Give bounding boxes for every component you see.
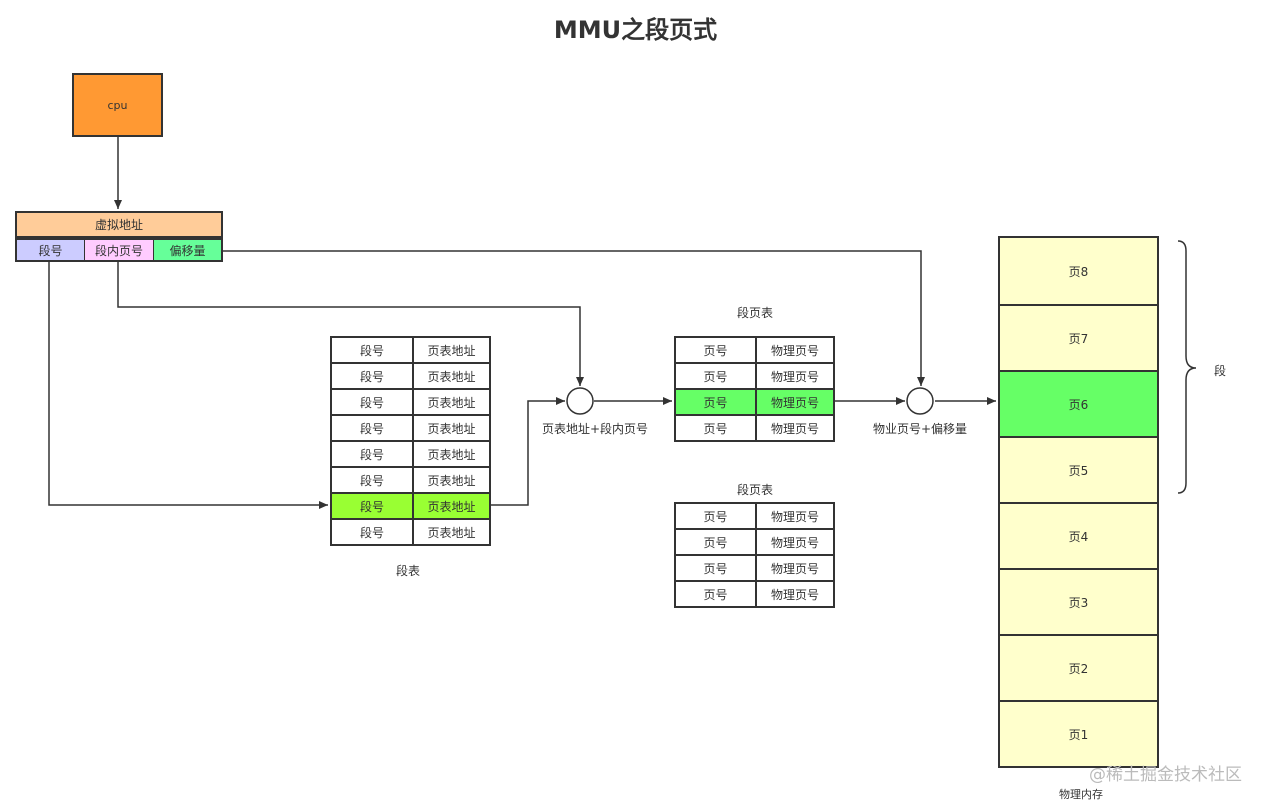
table-row: 页号物理页号 bbox=[674, 336, 835, 364]
table-cell: 段号 bbox=[330, 466, 414, 494]
cpu-box: cpu bbox=[72, 73, 163, 137]
arrow-segtable-to-adder1 bbox=[491, 397, 565, 506]
table-cell: 物理页号 bbox=[755, 580, 835, 608]
table-cell: 页号 bbox=[674, 336, 757, 364]
table-cell: 页表地址 bbox=[412, 440, 491, 468]
arrow-pageno-to-adder1 bbox=[117, 262, 584, 386]
table-cell: 段号 bbox=[330, 414, 414, 442]
table-row: 段号页表地址 bbox=[330, 388, 491, 416]
table-cell: 页表地址 bbox=[412, 518, 491, 546]
table-cell: 页表地址 bbox=[412, 492, 491, 520]
table-cell: 段号 bbox=[330, 388, 414, 416]
segment-brace-label: 段 bbox=[1214, 364, 1227, 378]
table-cell: 页号 bbox=[674, 388, 757, 416]
arrow-offset-to-adder2 bbox=[223, 250, 925, 386]
table-cell: 物理页号 bbox=[755, 502, 835, 530]
table-row: 页号物理页号 bbox=[674, 502, 835, 530]
table-cell: 页表地址 bbox=[412, 362, 491, 390]
table-cell: 页号 bbox=[674, 362, 757, 390]
table-row-highlighted: 段号页表地址 bbox=[330, 492, 491, 520]
table-row: 页号物理页号 bbox=[674, 554, 835, 582]
physical-memory-caption: 物理内存 bbox=[1059, 788, 1103, 801]
table-row: 页号物理页号 bbox=[674, 414, 835, 442]
virtual-address-header: 虚拟地址 bbox=[15, 211, 223, 238]
table-row: 页号物理页号 bbox=[674, 580, 835, 608]
memory-page: 页5 bbox=[1000, 436, 1157, 502]
table-cell: 段号 bbox=[330, 440, 414, 468]
adder-circle-2 bbox=[906, 387, 934, 415]
va-field-page-number: 段内页号 bbox=[84, 238, 154, 262]
watermark: @稀土掘金技术社区 bbox=[1089, 765, 1242, 785]
table-row: 段号页表地址 bbox=[330, 440, 491, 468]
page-table-2-caption: 段页表 bbox=[737, 483, 774, 497]
table-cell: 物理页号 bbox=[755, 362, 835, 390]
page-table-1: 页号物理页号 页号物理页号 页号物理页号 页号物理页号 bbox=[674, 336, 835, 442]
table-row-highlighted: 页号物理页号 bbox=[674, 388, 835, 416]
table-cell: 物理页号 bbox=[755, 336, 835, 364]
memory-page: 页1 bbox=[1000, 700, 1157, 766]
page-table-1-caption: 段页表 bbox=[737, 306, 774, 320]
table-cell: 页表地址 bbox=[412, 466, 491, 494]
memory-page: 页4 bbox=[1000, 502, 1157, 568]
table-row: 段号页表地址 bbox=[330, 414, 491, 442]
table-cell: 段号 bbox=[330, 518, 414, 546]
table-cell: 段号 bbox=[330, 492, 414, 520]
table-row: 段号页表地址 bbox=[330, 336, 491, 364]
physical-memory: 页8 页7 页6 页5 页4 页3 页2 页1 bbox=[998, 236, 1159, 768]
memory-page-highlighted: 页6 bbox=[1000, 370, 1157, 436]
table-cell: 段号 bbox=[330, 362, 414, 390]
memory-page: 页3 bbox=[1000, 568, 1157, 634]
table-cell: 页号 bbox=[674, 414, 757, 442]
table-cell: 页表地址 bbox=[412, 414, 491, 442]
table-cell: 物理页号 bbox=[755, 528, 835, 556]
table-row: 页号物理页号 bbox=[674, 362, 835, 390]
table-cell: 页号 bbox=[674, 580, 757, 608]
page-title: MMU之段页式 bbox=[553, 16, 718, 44]
table-cell: 页号 bbox=[674, 528, 757, 556]
va-field-offset: 偏移量 bbox=[153, 238, 223, 262]
segment-brace bbox=[1177, 240, 1197, 494]
page-table-2: 页号物理页号 页号物理页号 页号物理页号 页号物理页号 bbox=[674, 502, 835, 608]
table-cell: 页表地址 bbox=[412, 388, 491, 416]
memory-page: 页7 bbox=[1000, 304, 1157, 370]
table-cell: 物理页号 bbox=[755, 414, 835, 442]
memory-page: 页2 bbox=[1000, 634, 1157, 700]
table-cell: 段号 bbox=[330, 336, 414, 364]
table-row: 段号页表地址 bbox=[330, 518, 491, 546]
table-cell: 物理页号 bbox=[755, 388, 835, 416]
arrow-segno-to-segtable bbox=[48, 262, 328, 509]
adder1-label: 页表地址+段内页号 bbox=[542, 422, 649, 436]
table-cell: 页表地址 bbox=[412, 336, 491, 364]
memory-page: 页8 bbox=[1000, 238, 1157, 304]
table-cell: 页号 bbox=[674, 554, 757, 582]
segment-table-caption: 段表 bbox=[396, 564, 421, 578]
table-row: 段号页表地址 bbox=[330, 362, 491, 390]
va-field-segment-number: 段号 bbox=[15, 238, 85, 262]
table-cell: 物理页号 bbox=[755, 554, 835, 582]
table-cell: 页号 bbox=[674, 502, 757, 530]
adder2-label: 物业页号+偏移量 bbox=[873, 422, 968, 436]
segment-table: 段号页表地址 段号页表地址 段号页表地址 段号页表地址 段号页表地址 段号页表地… bbox=[330, 336, 491, 546]
table-row: 段号页表地址 bbox=[330, 466, 491, 494]
adder-circle-1 bbox=[566, 387, 594, 415]
table-row: 页号物理页号 bbox=[674, 528, 835, 556]
